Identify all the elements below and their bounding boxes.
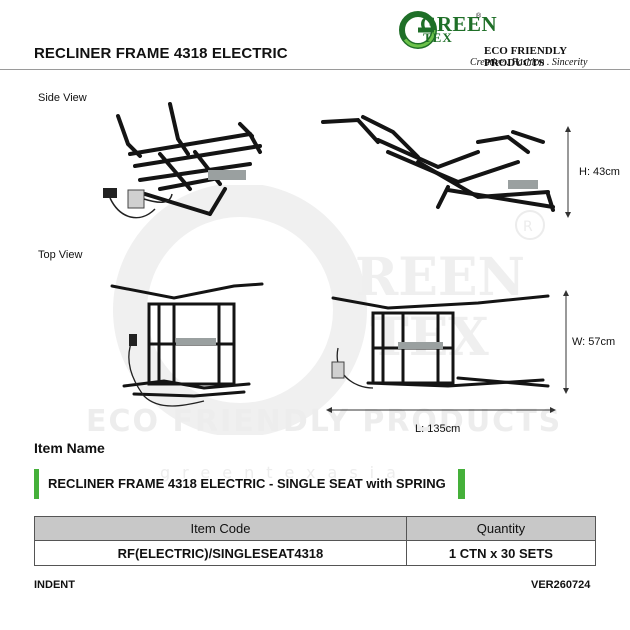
height-dimension-label: H: 43cm: [579, 166, 620, 178]
side-view-label: Side View: [38, 92, 87, 104]
greentex-logo: GREEN TEX ® ECO FRIENDLY PRODUCTS Creati…: [396, 10, 622, 69]
top-view-label: Top View: [38, 249, 83, 261]
footer-indent-label: INDENT: [34, 579, 75, 591]
top-view-frame-photo: [110, 282, 264, 407]
logo-brand-green: GREEN: [420, 12, 498, 36]
watermark-logo-icon: REEN TEX R: [113, 185, 545, 435]
side-profile-frame-photo: [321, 115, 555, 212]
item-band-left-accent: [34, 469, 39, 499]
svg-text:REEN: REEN: [355, 247, 525, 308]
top-view-dimensioned-photo: [331, 294, 550, 389]
item-name-heading: Item Name: [34, 440, 105, 456]
item-band-right-accent: [458, 469, 465, 499]
table-row: RF(ELECTRIC)/SINGLESEAT4318 1 CTN x 30 S…: [34, 540, 597, 566]
item-name-band: RECLINER FRAME 4318 ELECTRIC - SINGLE SE…: [34, 469, 465, 499]
logo-registered-mark: ®: [476, 13, 482, 20]
svg-text:TEX: TEX: [370, 307, 489, 368]
logo-brand-tex: TEX: [423, 30, 453, 45]
header-divider: [0, 69, 630, 70]
quantity-value: 1 CTN x 30 SETS: [405, 540, 597, 566]
svg-text:R: R: [523, 219, 533, 235]
side-view-frame-photo: [103, 102, 262, 219]
quantity-header: Quantity: [405, 516, 597, 541]
table-header-row: Item Code Quantity: [34, 516, 597, 541]
page-title: RECLINER FRAME 4318 ELECTRIC: [34, 45, 288, 62]
logo-g-swoosh-icon: [399, 11, 437, 49]
width-dimension-label: W: 57cm: [572, 336, 616, 348]
height-dimension-arrow: [565, 126, 571, 218]
item-name-value: RECLINER FRAME 4318 ELECTRIC - SINGLE SE…: [48, 476, 446, 491]
item-code-header: Item Code: [34, 516, 407, 541]
item-code-value: RF(ELECTRIC)/SINGLESEAT4318: [34, 540, 407, 566]
width-dimension-arrow: [563, 290, 569, 394]
footer-version-label: VER260724: [531, 579, 591, 591]
item-spec-table: Item Code Quantity RF(ELECTRIC)/SINGLESE…: [34, 516, 597, 566]
watermark-site-text: greentexasia: [160, 463, 408, 482]
logo-tagline: ECO FRIENDLY PRODUCTS: [484, 45, 567, 69]
length-dimension-arrow: [326, 407, 556, 413]
logo-slogan: Creative . Fashion . Sincerity: [470, 57, 588, 68]
length-dimension-label: L: 135cm: [415, 423, 461, 435]
